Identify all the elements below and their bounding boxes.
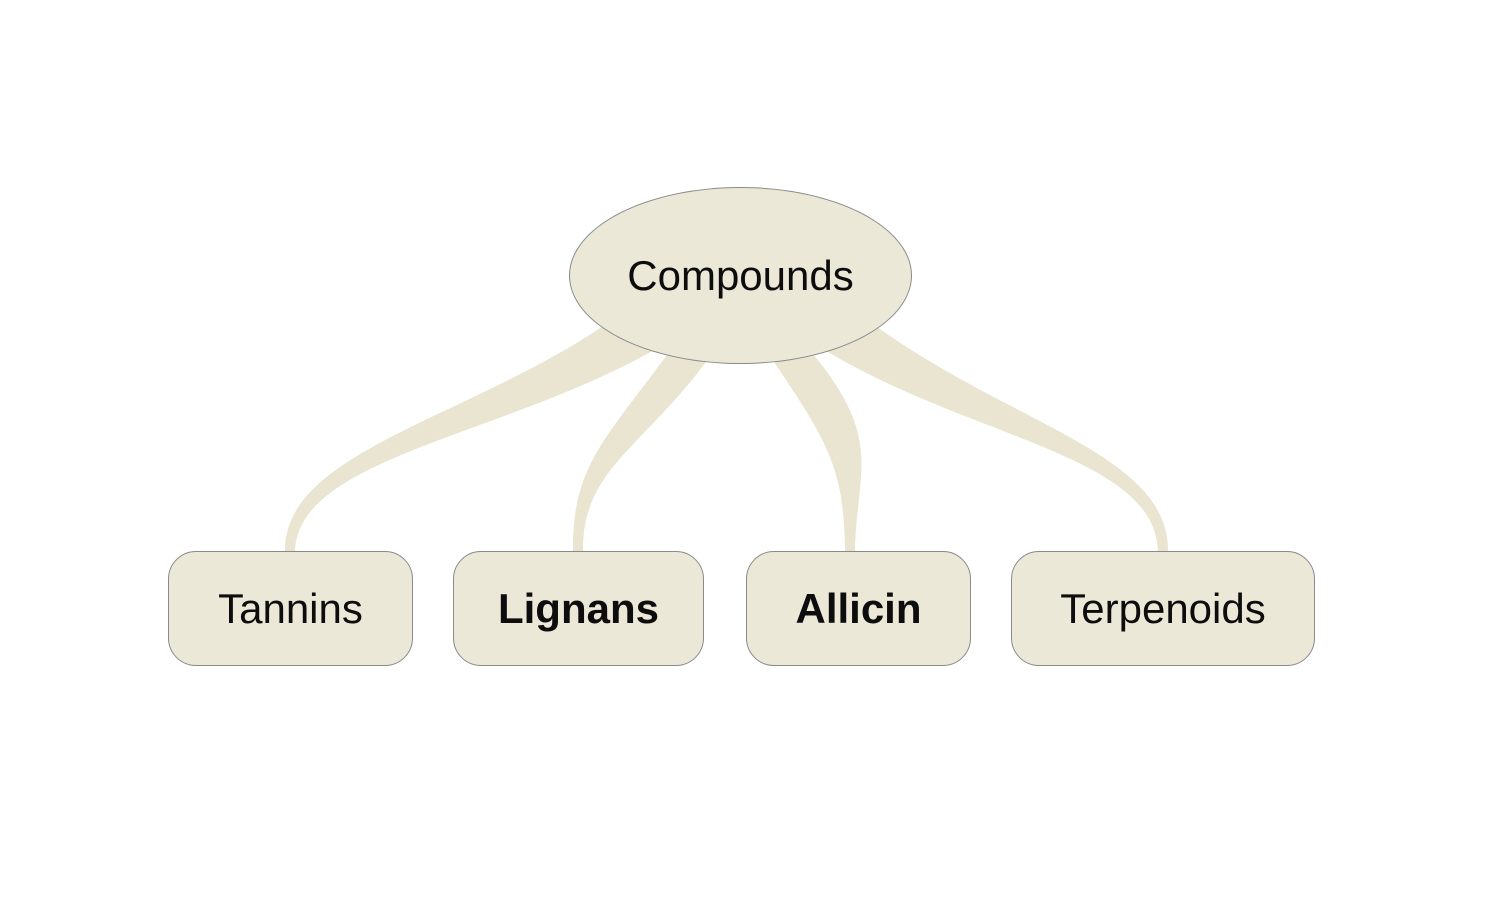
node-tannins-label: Tannins — [218, 584, 363, 632]
edge-compounds-terpenoids — [812, 318, 1169, 552]
edge-compounds-tannins — [284, 318, 668, 552]
node-lignans: Lignans — [453, 551, 704, 666]
node-tannins: Tannins — [168, 551, 413, 666]
edge-compounds-lignans — [572, 348, 706, 552]
node-lignans-label: Lignans — [497, 584, 659, 632]
node-compounds: Compounds — [569, 187, 912, 364]
edge-compounds-allicin — [774, 348, 862, 552]
node-allicin-label: Allicin — [795, 584, 922, 632]
node-terpenoids: Terpenoids — [1011, 551, 1315, 666]
node-allicin: Allicin — [746, 551, 971, 666]
node-terpenoids-label: Terpenoids — [1060, 584, 1266, 632]
node-compounds-label: Compounds — [627, 251, 854, 299]
